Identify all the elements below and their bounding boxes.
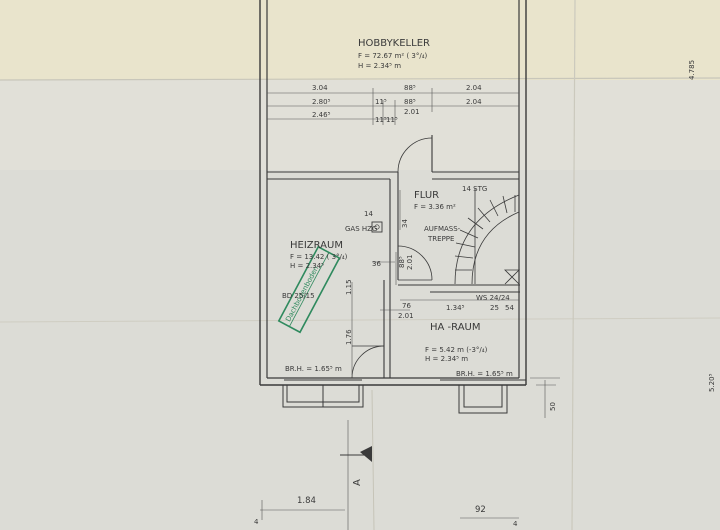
gas-heater — [371, 221, 383, 233]
dim-176: 1.76 — [345, 329, 353, 345]
dim-304: 3.04 — [312, 84, 328, 92]
label-brh-left: BR.H. = 1.65⁵ m — [285, 365, 342, 373]
label-treppe: TREPPE — [427, 235, 454, 243]
dim-115-c: 11⁵ — [386, 116, 398, 124]
paper-fold-line-vertical-2 — [371, 389, 375, 530]
dim-204-b: 2.04 — [466, 98, 482, 106]
label-ws: WS 24/24 — [476, 294, 510, 302]
paper-fold-line-vertical — [571, 0, 576, 530]
label-gas-hzg: GAS HZG — [345, 225, 377, 233]
dim-201-c: 2.01 — [398, 312, 414, 320]
dim-14: 14 — [364, 210, 373, 218]
room-height-hobbykeller: H = 2.34⁵ m — [358, 62, 401, 70]
label-bd: BD 25/15 — [282, 292, 315, 300]
dim-88-mid: 88⁵ — [404, 98, 416, 106]
interior-walls — [267, 135, 520, 378]
dim-246: 2.46⁵ — [312, 111, 331, 119]
room-name-ha-raum: HA -RAUM — [430, 322, 480, 333]
staircase — [454, 188, 520, 285]
dim-184: 1.84 — [297, 496, 316, 506]
dim-201-top: 2.01 — [404, 108, 420, 116]
label-stg: 14 STG — [462, 185, 487, 193]
gas-heater-symbol — [374, 224, 380, 230]
dim-36: 36 — [372, 260, 381, 268]
section-marker-arrow — [360, 446, 372, 462]
dim-88-top: 88⁵ — [404, 84, 416, 92]
dim-280: 2.80⁵ — [312, 98, 331, 106]
paper-fold-line-horizontal-2 — [0, 317, 720, 323]
dim-204-a: 2.04 — [466, 84, 482, 92]
dim-54: 54 — [505, 304, 514, 312]
dim-34: 34 — [401, 219, 409, 228]
room-area-hobbykeller: F = 72.67 m² ( 3°/₄) — [358, 52, 428, 60]
dim-25: 25 — [490, 304, 499, 312]
dim-115-a: 11⁵ — [375, 98, 387, 106]
paper-fold-band — [0, 80, 720, 170]
dim-115-b: 11⁵ — [375, 116, 387, 124]
room-area-heizraum: F = 13.42 ( 3°/₄) — [290, 253, 348, 261]
room-area-ha-raum: F = 5.42 m (-3°/₄) — [425, 346, 488, 354]
room-name-hobbykeller: HOBBYKELLER — [358, 38, 430, 49]
dim-1345: 1.34⁵ — [446, 304, 465, 312]
room-name-heizraum: HEIZRAUM — [290, 240, 343, 251]
room-height-ha-raum: H = 2.34⁵ m — [425, 355, 468, 363]
label-brh-right: BR.H. = 1.65⁵ m — [456, 370, 513, 378]
dim-88-b: 88⁵ — [398, 256, 406, 268]
label-aufmass: AUFMASS- — [424, 225, 461, 233]
paper-yellowed-top — [0, 0, 720, 80]
dimension-lines — [260, 88, 560, 530]
doors — [351, 137, 433, 379]
dim-92: 92 — [475, 505, 486, 515]
dim-50: 50 — [549, 402, 557, 411]
dim-5205: 5.20⁵ — [708, 373, 716, 392]
room-height-heizraum: H = 2.34⁵ — [290, 262, 324, 270]
room-name-flur: FLUR — [414, 190, 439, 201]
dim-201-b: 2.01 — [406, 254, 414, 270]
dim-4785: 4.785 — [688, 60, 696, 80]
dim-115-d: 1.15 — [345, 279, 353, 295]
room-area-flur: F = 3.36 m² — [414, 203, 456, 211]
dim-76: 76 — [402, 302, 411, 310]
paper-fold-line-horizontal — [0, 77, 720, 81]
section-marker-label: A — [352, 479, 363, 486]
dim-4-left: 4 — [254, 518, 259, 526]
dim-4-right: 4 — [513, 520, 518, 528]
windows — [282, 379, 526, 414]
